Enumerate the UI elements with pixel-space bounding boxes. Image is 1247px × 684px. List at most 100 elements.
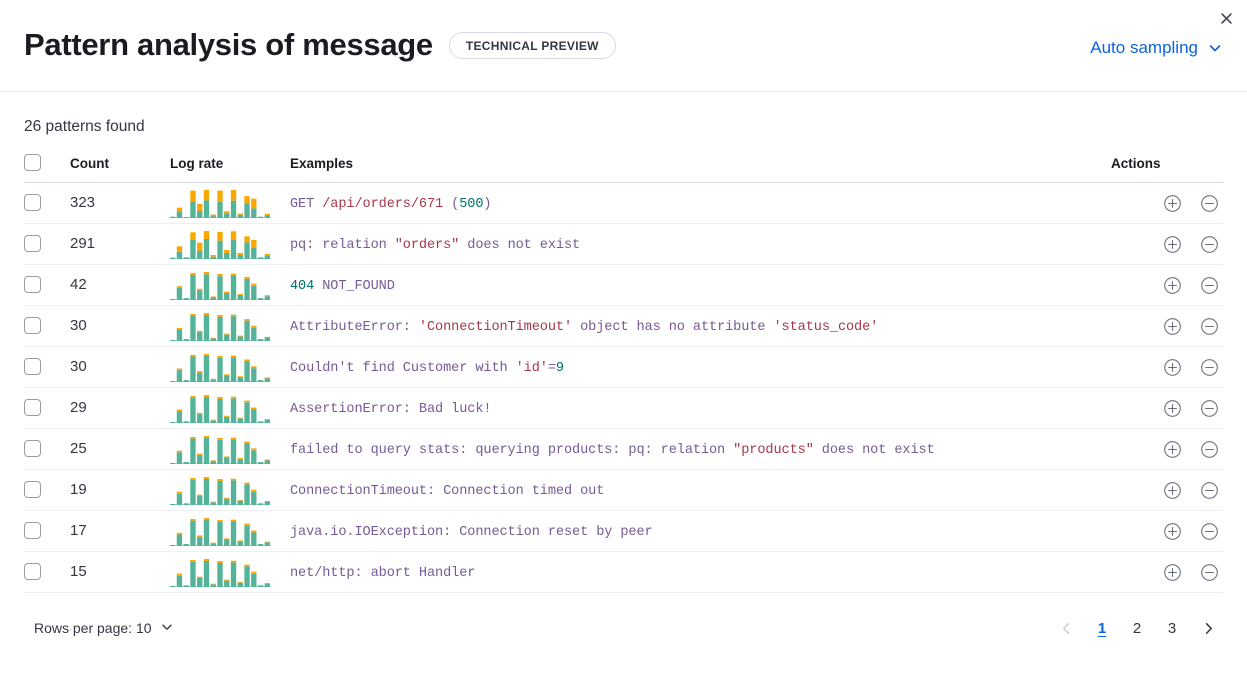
log-rate-sparkline (170, 516, 290, 546)
example-text: 404 NOT_FOUND (290, 279, 395, 294)
row-log-rate-cell (170, 551, 290, 593)
select-all-checkbox[interactable] (24, 154, 41, 171)
minus-in-circle-icon[interactable] (1200, 440, 1219, 459)
column-header-actions: Actions (1111, 154, 1223, 183)
minus-in-circle-icon[interactable] (1200, 563, 1219, 582)
pagination-numbers: 1 2 3 (1088, 614, 1186, 642)
plus-in-circle-icon[interactable] (1163, 276, 1182, 295)
auto-sampling-button[interactable]: Auto sampling (1090, 34, 1223, 58)
plus-in-circle-icon[interactable] (1163, 317, 1182, 336)
plus-in-circle-icon[interactable] (1163, 235, 1182, 254)
row-checkbox[interactable] (24, 522, 41, 540)
pagination-page-3[interactable]: 3 (1167, 619, 1177, 637)
plus-in-circle-icon[interactable] (1163, 358, 1182, 377)
plus-in-circle-icon[interactable] (1163, 522, 1182, 541)
row-select-cell (24, 223, 70, 265)
row-actions-cell (1111, 182, 1223, 224)
table-row[interactable]: 25 failed to query stats: querying produc… (24, 428, 1223, 470)
row-checkbox[interactable] (24, 194, 41, 212)
row-example-cell: 404 NOT_FOUND (290, 264, 1111, 306)
column-header-count[interactable]: Count (70, 154, 170, 183)
row-example-cell: AttributeError: 'ConnectionTimeout' obje… (290, 305, 1111, 347)
example-token: pq: relation (290, 238, 395, 253)
row-count-cell: 291 (70, 223, 170, 265)
minus-in-circle-icon[interactable] (1200, 276, 1219, 295)
row-count-cell: 17 (70, 510, 170, 552)
example-token: GET (290, 197, 323, 212)
example-token: 'ConnectionTimeout' (418, 320, 573, 335)
row-log-rate-cell (170, 305, 290, 347)
column-header-examples[interactable]: Examples (290, 154, 1111, 183)
example-token: "orders" (394, 238, 460, 253)
chevron-right-icon[interactable] (1193, 613, 1223, 643)
row-checkbox[interactable] (24, 481, 41, 499)
row-actions-cell (1111, 264, 1223, 306)
table-row[interactable]: 30 Couldn't find Customer with 'id'=9 (24, 346, 1223, 388)
example-token: object has no attribute (572, 320, 774, 335)
column-header-log-rate[interactable]: Log rate (170, 154, 290, 183)
minus-in-circle-icon[interactable] (1200, 522, 1219, 541)
example-text: ConnectionTimeout: Connection timed out (290, 484, 604, 499)
minus-in-circle-icon[interactable] (1200, 358, 1219, 377)
row-count-value: 25 (70, 440, 87, 457)
row-log-rate-cell (170, 387, 290, 429)
plus-in-circle-icon[interactable] (1163, 563, 1182, 582)
row-count-value: 30 (70, 358, 87, 375)
row-checkbox[interactable] (24, 440, 41, 458)
close-icon[interactable] (1212, 4, 1240, 32)
row-checkbox[interactable] (24, 563, 41, 581)
plus-in-circle-icon[interactable] (1163, 399, 1182, 418)
row-actions-cell (1111, 510, 1223, 552)
row-actions-cell (1111, 551, 1223, 593)
minus-in-circle-icon[interactable] (1200, 194, 1219, 213)
row-log-rate-cell (170, 510, 290, 552)
minus-in-circle-icon[interactable] (1200, 399, 1219, 418)
flyout-footer: Rows per page: 10 1 2 3 (0, 593, 1247, 643)
row-checkbox[interactable] (24, 276, 41, 294)
row-log-rate-cell (170, 264, 290, 306)
row-example-cell: failed to query stats: querying products… (290, 428, 1111, 470)
pagination-page-2[interactable]: 2 (1132, 619, 1142, 637)
row-checkbox[interactable] (24, 399, 41, 417)
row-example-cell: ConnectionTimeout: Connection timed out (290, 469, 1111, 511)
patterns-found-count: 26 patterns found (24, 118, 145, 135)
row-actions-cell (1111, 346, 1223, 388)
row-count-value: 15 (70, 563, 87, 580)
example-text: AssertionError: Bad luck! (290, 402, 492, 417)
pagination-page-1[interactable]: 1 (1097, 619, 1107, 637)
row-log-rate-cell (170, 182, 290, 224)
plus-in-circle-icon[interactable] (1163, 481, 1182, 500)
chevron-left-icon[interactable] (1051, 613, 1081, 643)
rows-per-page-selector[interactable]: Rows per page: 10 (34, 620, 174, 637)
row-checkbox[interactable] (24, 235, 41, 253)
example-token: Couldn't find Customer with (290, 361, 516, 376)
row-select-cell (24, 551, 70, 593)
row-log-rate-cell (170, 223, 290, 265)
minus-in-circle-icon[interactable] (1200, 481, 1219, 500)
row-count-cell: 30 (70, 305, 170, 347)
minus-in-circle-icon[interactable] (1200, 317, 1219, 336)
row-select-cell (24, 428, 70, 470)
row-count-cell: 42 (70, 264, 170, 306)
row-actions-cell (1111, 223, 1223, 265)
table-header-row: Count Log rate Examples Actions (24, 154, 1223, 183)
log-rate-sparkline (170, 311, 290, 341)
log-rate-sparkline (170, 557, 290, 587)
plus-in-circle-icon[interactable] (1163, 194, 1182, 213)
row-checkbox[interactable] (24, 358, 41, 376)
plus-in-circle-icon[interactable] (1163, 440, 1182, 459)
row-checkbox[interactable] (24, 317, 41, 335)
row-example-cell: Couldn't find Customer with 'id'=9 (290, 346, 1111, 388)
minus-in-circle-icon[interactable] (1200, 235, 1219, 254)
table-row[interactable]: 42 404 NOT_FOUND (24, 264, 1223, 306)
table-row[interactable]: 15 net/http: abort Handler (24, 551, 1223, 593)
row-example-cell: net/http: abort Handler (290, 551, 1111, 593)
log-rate-sparkline (170, 475, 290, 505)
table-row[interactable]: 30 AttributeError: 'ConnectionTimeout' ob… (24, 305, 1223, 347)
